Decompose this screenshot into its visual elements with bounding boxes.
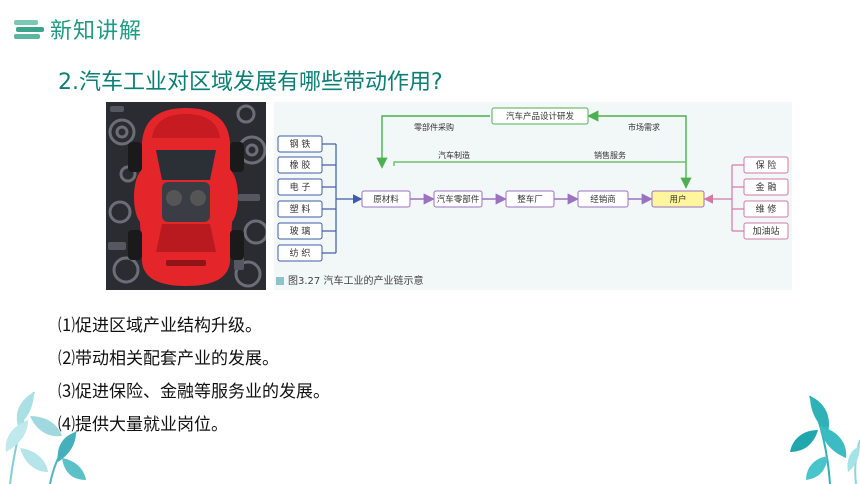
section-title: 新知讲解 <box>50 19 143 44</box>
car-photo <box>106 102 266 290</box>
chain-label: 用户 <box>669 194 686 205</box>
service-label: 加油站 <box>752 225 779 237</box>
list-item: ⑶促进保险、金融等服务业的发展。 <box>58 382 330 402</box>
material-label: 塑 料 <box>290 203 311 215</box>
points-list: ⑴促进区域产业结构升级。 ⑵带动相关配套产业的发展。 ⑶促进保险、金融等服务业的… <box>58 310 330 442</box>
chain-label: 汽车零部件 <box>437 194 480 205</box>
chain-label: 经销商 <box>590 194 616 205</box>
arrow-label: 市场需求 <box>628 122 660 132</box>
list-item: ⑵带动相关配套产业的发展。 <box>58 349 279 369</box>
arrow-label: 零部件采购 <box>414 122 454 132</box>
material-label: 纺 织 <box>290 247 311 259</box>
design-box-label: 汽车产品设计研发 <box>506 111 575 122</box>
section-header: 新知讲解 <box>14 14 142 44</box>
leaf-decoration-icon <box>5 391 86 484</box>
industry-chain-diagram: 钢 铁 橡 胶 电 子 塑 料 玻 璃 纺 织 原材料 汽车零部件 整车厂 经销… <box>274 102 792 290</box>
list-item: ⑷提供大量就业岗位。 <box>58 415 228 435</box>
caption-marker <box>276 277 284 285</box>
arrow-label: 销售服务 <box>594 150 626 160</box>
material-label: 钢 铁 <box>290 138 311 150</box>
books-icon <box>14 18 44 40</box>
service-label: 金 融 <box>756 181 777 193</box>
service-label: 维 修 <box>756 203 777 215</box>
service-label: 保 险 <box>756 159 777 171</box>
question-heading: 2.汽车工业对区域发展有哪些带动作用? <box>58 70 443 95</box>
material-label: 电 子 <box>290 181 311 193</box>
material-label: 橡 胶 <box>290 159 311 171</box>
list-item: ⑴促进区域产业结构升级。 <box>58 316 262 336</box>
leaf-decoration-icon <box>790 395 860 484</box>
arrow-label: 汽车制造 <box>438 150 470 160</box>
material-label: 玻 璃 <box>290 225 311 237</box>
chain-label: 原材料 <box>373 194 399 205</box>
figure-caption: 图3.27 汽车工业的产业链示意 <box>276 272 423 287</box>
chain-label: 整车厂 <box>517 194 543 205</box>
